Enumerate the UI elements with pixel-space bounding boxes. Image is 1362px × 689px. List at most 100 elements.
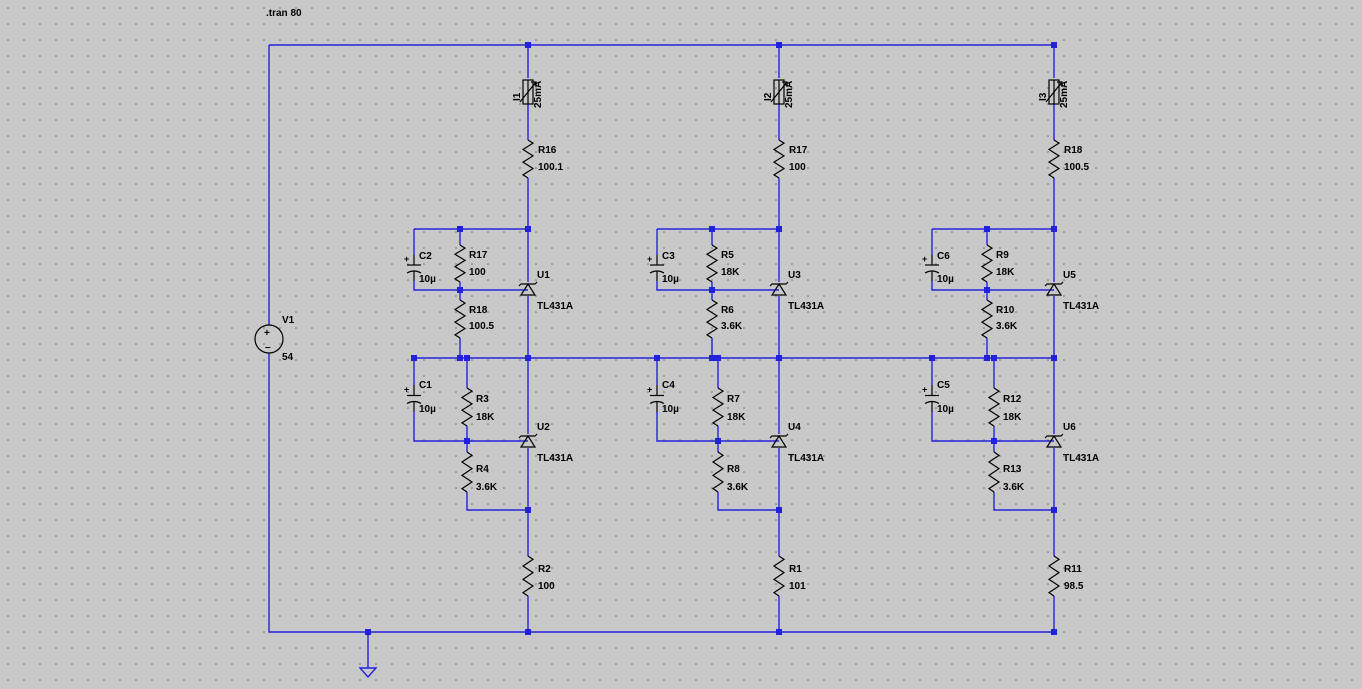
resistor-name[interactable]: R17 xyxy=(789,145,808,156)
regulator-name[interactable]: U5 xyxy=(1063,270,1076,281)
resistor-value[interactable]: 3.6K xyxy=(721,321,743,332)
resistor-name[interactable]: R11 xyxy=(1064,564,1082,575)
resistor-symbol[interactable] xyxy=(705,299,719,339)
junction-dot xyxy=(776,355,782,361)
resistor-name[interactable]: R6 xyxy=(721,305,734,316)
resistor-value[interactable]: 3.6K xyxy=(996,321,1018,332)
regulator-name[interactable]: U2 xyxy=(537,422,550,433)
shunt-regulator-symbol[interactable] xyxy=(519,434,537,448)
regulator-name[interactable]: U4 xyxy=(788,422,801,433)
junction-dot xyxy=(991,438,997,444)
resistor-symbol[interactable] xyxy=(987,451,1001,493)
resistor-name[interactable]: R12 xyxy=(1003,394,1022,405)
resistor-value[interactable]: 3.6K xyxy=(727,482,749,493)
resistor-symbol[interactable] xyxy=(980,299,994,339)
resistor-value[interactable]: 100 xyxy=(789,162,806,173)
shunt-regulator-symbol[interactable] xyxy=(770,282,788,296)
shunt-regulator-symbol[interactable] xyxy=(519,282,537,296)
resistor-name[interactable]: R18 xyxy=(1064,145,1083,156)
resistor-value[interactable]: 18K xyxy=(721,267,740,278)
regulator-value[interactable]: TL431A xyxy=(1063,301,1099,312)
resistor-symbol[interactable] xyxy=(772,555,786,597)
resistor-symbol[interactable] xyxy=(772,139,786,179)
resistor-value[interactable]: 100 xyxy=(538,581,555,592)
current-source-value[interactable]: 25mA xyxy=(1059,81,1070,108)
capacitor-name[interactable]: C5 xyxy=(937,380,950,391)
capacitor-name[interactable]: C3 xyxy=(662,251,675,262)
resistor-name[interactable]: R8 xyxy=(727,464,740,475)
resistor-symbol[interactable] xyxy=(987,387,1001,427)
resistor-name[interactable]: R4 xyxy=(476,464,489,475)
resistor-value[interactable]: 18K xyxy=(476,412,495,423)
shunt-regulator-symbol[interactable] xyxy=(1045,434,1063,448)
resistor-value[interactable]: 100.5 xyxy=(469,321,494,332)
resistor-symbol[interactable] xyxy=(521,555,535,597)
resistor-value[interactable]: 100.1 xyxy=(538,162,563,173)
voltage-source-icon[interactable] xyxy=(254,324,284,354)
current-source-value[interactable]: 25mA xyxy=(533,81,544,108)
resistor-symbol[interactable] xyxy=(980,244,994,283)
shunt-regulator-symbol[interactable] xyxy=(1045,282,1063,296)
resistor-value[interactable]: 18K xyxy=(996,267,1015,278)
resistor-symbol[interactable] xyxy=(460,451,474,493)
capacitor-value[interactable]: 10µ xyxy=(662,404,679,415)
resistor-value[interactable]: 101 xyxy=(789,581,806,592)
capacitor-name[interactable]: C4 xyxy=(662,380,675,391)
resistor-value[interactable]: 100 xyxy=(469,267,486,278)
capacitor-value[interactable]: 10µ xyxy=(662,274,679,285)
resistor-value[interactable]: 18K xyxy=(1003,412,1022,423)
current-source-value[interactable]: 25mA xyxy=(784,81,795,108)
capacitor-value[interactable]: 10µ xyxy=(937,274,954,285)
current-source-name[interactable]: I3 xyxy=(1038,92,1049,101)
resistor-name[interactable]: R17 xyxy=(469,250,488,261)
resistor-symbol[interactable] xyxy=(453,244,467,283)
resistor-symbol[interactable] xyxy=(1047,139,1061,179)
junction-dot xyxy=(457,226,463,232)
regulator-name[interactable]: U6 xyxy=(1063,422,1076,433)
resistor-name[interactable]: R5 xyxy=(721,250,734,261)
source-value[interactable]: 54 xyxy=(282,352,294,363)
junction-dot xyxy=(1051,42,1057,48)
regulator-value[interactable]: TL431A xyxy=(537,301,573,312)
capacitor-name[interactable]: C1 xyxy=(419,380,432,391)
capacitor-value[interactable]: 10µ xyxy=(937,404,954,415)
resistor-name[interactable]: R1 xyxy=(789,564,802,575)
resistor-name[interactable]: R18 xyxy=(469,305,488,316)
resistor-name[interactable]: R13 xyxy=(1003,464,1022,475)
capacitor-value[interactable]: 10µ xyxy=(419,274,436,285)
junction-dot xyxy=(984,287,990,293)
regulator-name[interactable]: U1 xyxy=(537,270,550,281)
regulator-value[interactable]: TL431A xyxy=(788,453,824,464)
resistor-value[interactable]: 98.5 xyxy=(1064,581,1084,592)
resistor-name[interactable]: R2 xyxy=(538,564,551,575)
resistor-name[interactable]: R16 xyxy=(538,145,557,156)
resistor-value[interactable]: 18K xyxy=(727,412,746,423)
regulator-value[interactable]: TL431A xyxy=(788,301,824,312)
regulator-name[interactable]: U3 xyxy=(788,270,801,281)
resistor-value[interactable]: 100.5 xyxy=(1064,162,1089,173)
resistor-symbol[interactable] xyxy=(711,451,725,493)
resistor-symbol[interactable] xyxy=(711,387,725,427)
resistor-name[interactable]: R7 xyxy=(727,394,740,405)
regulator-value[interactable]: TL431A xyxy=(537,453,573,464)
tran-directive[interactable]: .tran 80 xyxy=(266,8,302,19)
current-source-name[interactable]: I1 xyxy=(512,92,523,101)
resistor-value[interactable]: 3.6K xyxy=(1003,482,1025,493)
capacitor-value[interactable]: 10µ xyxy=(419,404,436,415)
resistor-symbol[interactable] xyxy=(521,139,535,179)
shunt-regulator-symbol[interactable] xyxy=(770,434,788,448)
resistor-value[interactable]: 3.6K xyxy=(476,482,498,493)
resistor-symbol[interactable] xyxy=(453,299,467,339)
resistor-name[interactable]: R9 xyxy=(996,250,1009,261)
resistor-symbol[interactable] xyxy=(705,244,719,283)
resistor-symbol[interactable] xyxy=(460,387,474,427)
capacitor-name[interactable]: C6 xyxy=(937,251,950,262)
source-name[interactable]: V1 xyxy=(282,315,295,326)
capacitor-name[interactable]: C2 xyxy=(419,251,432,262)
current-source-name[interactable]: I2 xyxy=(763,92,774,101)
resistor-name[interactable]: R10 xyxy=(996,305,1015,316)
resistor-name[interactable]: R3 xyxy=(476,394,489,405)
regulator-value[interactable]: TL431A xyxy=(1063,453,1099,464)
resistor-symbol[interactable] xyxy=(1047,555,1061,597)
